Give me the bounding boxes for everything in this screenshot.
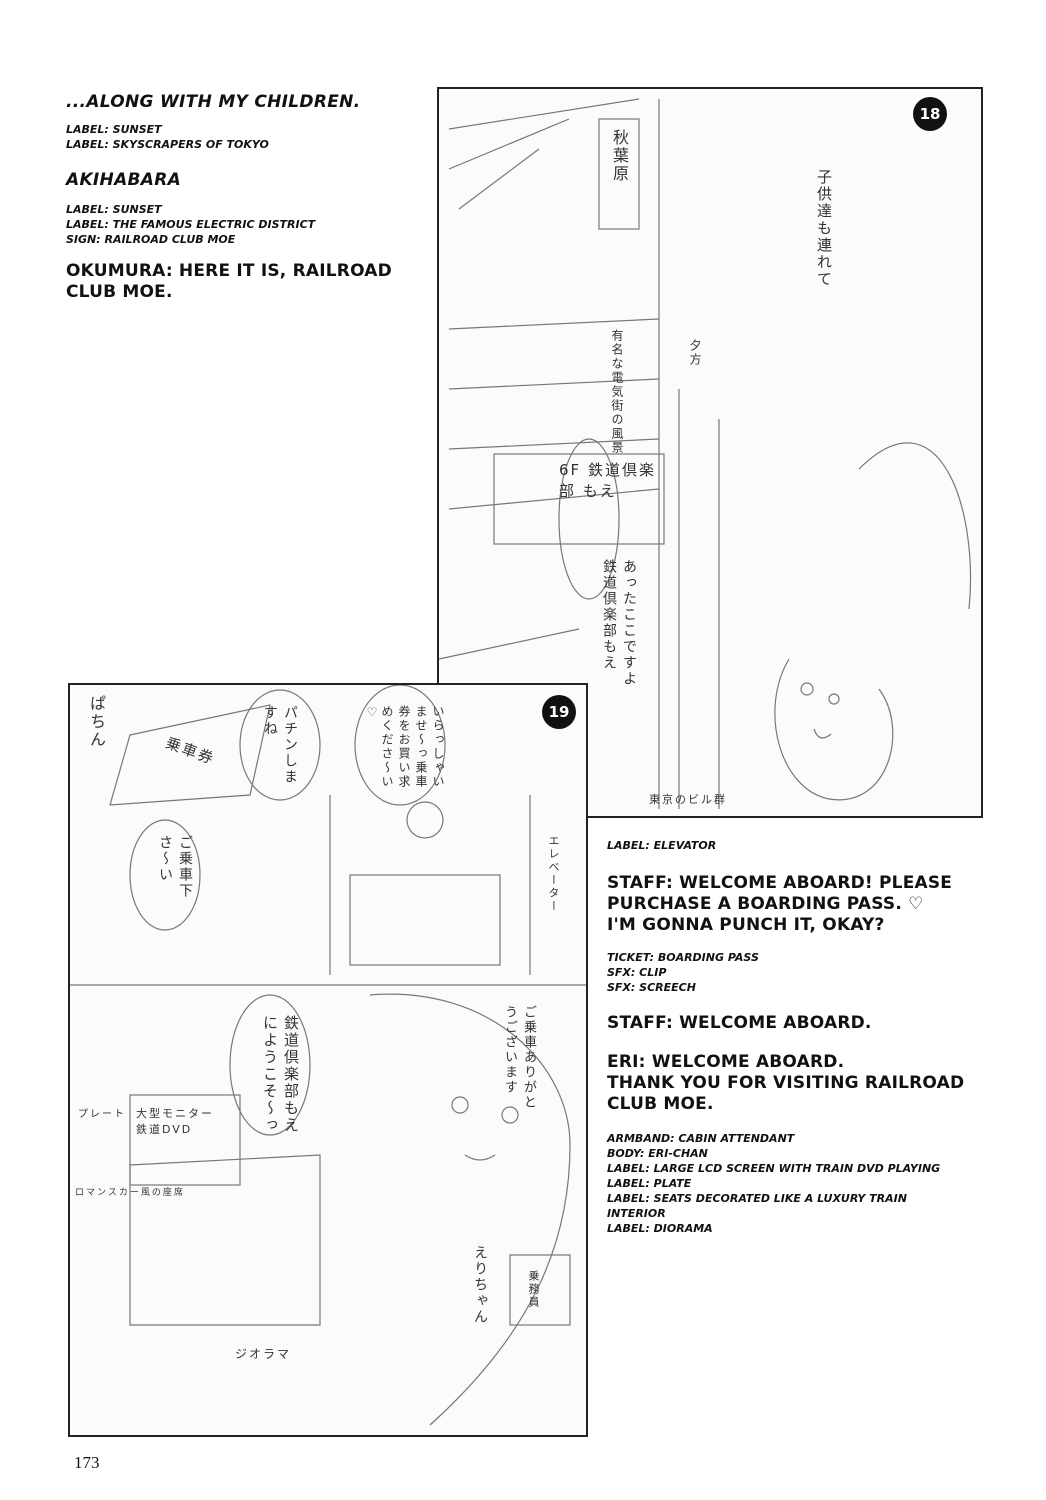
dialogue-okumura-1: OKUMURA: HERE IT IS, RAILROAD <box>66 261 392 281</box>
jp-plate-label: プレート <box>78 1109 126 1120</box>
dialogue-eri-3: CLUB MOE. <box>607 1094 714 1114</box>
label-lcd: LABEL: LARGE LCD SCREEN WITH TRAIN DVD P… <box>607 1162 941 1175</box>
label-diorama: LABEL: DIORAMA <box>607 1222 713 1235</box>
dialogue-staff-1b: PURCHASE A BOARDING PASS. ♡ <box>607 894 924 914</box>
page-number: 173 <box>74 1453 100 1472</box>
label-seats-cont: INTERIOR <box>607 1207 666 1220</box>
jp-shop-sign: 6F 鉄道倶楽部 もえ <box>559 461 656 500</box>
jp-eri-bubble: ご乗車ありがとうございます <box>502 1005 536 1110</box>
dialogue-okumura-2: CLUB MOE. <box>66 282 173 302</box>
label-body: BODY: ERI-CHAN <box>607 1147 708 1160</box>
dialogue-staff-1a: STAFF: WELCOME ABOARD! PLEASE <box>607 873 953 893</box>
caption-children: ...ALONG WITH MY CHILDREN. <box>66 92 361 112</box>
jp-sfx-pachin: ぱちん <box>87 695 106 749</box>
left-captions: ...ALONG WITH MY CHILDREN. LABEL: SUNSET… <box>66 92 406 303</box>
jp-bubble-here: あったここですよ鉄道倶楽部もえ <box>601 559 637 687</box>
jp-lcd-label: 大型モニター 鉄道DVD <box>136 1107 214 1136</box>
panel-18-sketch <box>439 98 972 809</box>
label-sunset-2: LABEL: SUNSET <box>66 203 162 216</box>
jp-staff-welcome: いらっしゃいませ〜っ乗車券をお買い求めくださ〜い♡ <box>365 705 445 789</box>
dialogue-eri-1: ERI: WELCOME ABOARD. <box>607 1052 845 1072</box>
sign-railroad-club: SIGN: RAILROAD CLUB MOE <box>66 233 236 246</box>
label-elevator: LABEL: ELEVATOR <box>607 839 717 852</box>
label-sfx-clip: SFX: CLIP <box>607 966 667 979</box>
label-armband: ARMBAND: CABIN ATTENDANT <box>607 1132 795 1145</box>
label-plate: LABEL: PLATE <box>607 1177 692 1190</box>
label-sfx-screech: SFX: SCREECH <box>607 981 696 994</box>
label-electric-district: LABEL: THE FAMOUS ELECTRIC DISTRICT <box>66 218 316 231</box>
jp-famous-label: 有名な電気街の風景 <box>610 329 624 455</box>
panel-18-number: 18 <box>913 97 947 131</box>
jp-gojousha-bubble: ご乗車下さ〜い <box>157 835 193 899</box>
dialogue-staff-2: STAFF: WELCOME ABOARD. <box>607 1013 872 1033</box>
jp-sunset-label: 夕方 <box>688 339 702 367</box>
jp-eri-name: えりちゃん <box>472 1245 488 1325</box>
jp-seats-label: ロマンスカー風の座席 <box>75 1188 185 1198</box>
jp-club-welcome: 鉄道倶楽部もえにようこそ〜っ <box>261 1015 300 1134</box>
panel-19-number: 19 <box>542 695 576 729</box>
panel-19-sketch <box>70 685 586 1426</box>
label-skyscrapers: LABEL: SKYSCRAPERS OF TOKYO <box>66 138 269 151</box>
label-ticket: TICKET: BOARDING PASS <box>607 951 759 964</box>
jp-elevator-label: エレベーター <box>547 835 560 913</box>
panel-19: 19 ぱちん 乗車券 パチンしますね いらっしゃいませ〜っ乗車券をお買い求めくだ… <box>68 683 588 1437</box>
dialogue-eri-2: THANK YOU FOR VISITING RAILROAD <box>607 1073 965 1093</box>
jp-buildings-label: 東京のビル群 <box>649 793 727 806</box>
jp-diorama-label: ジオラマ <box>235 1347 292 1361</box>
caption-akihabara: AKIHABARA <box>66 170 182 190</box>
jp-children-caption: 子供達も連れて <box>815 169 833 288</box>
label-sunset-1: LABEL: SUNSET <box>66 123 162 136</box>
dialogue-staff-1c: I'M GONNA PUNCH IT, OKAY? <box>607 915 885 935</box>
jp-armband: 乗務員 <box>527 1270 540 1309</box>
jp-akihabara-sign: 秋葉原 <box>610 129 629 183</box>
jp-punch-bubble: パチンしますね <box>262 705 298 785</box>
right-captions: LABEL: ELEVATOR STAFF: WELCOME ABOARD! P… <box>607 838 1027 1236</box>
label-seats: LABEL: SEATS DECORATED LIKE A LUXURY TRA… <box>607 1192 907 1205</box>
